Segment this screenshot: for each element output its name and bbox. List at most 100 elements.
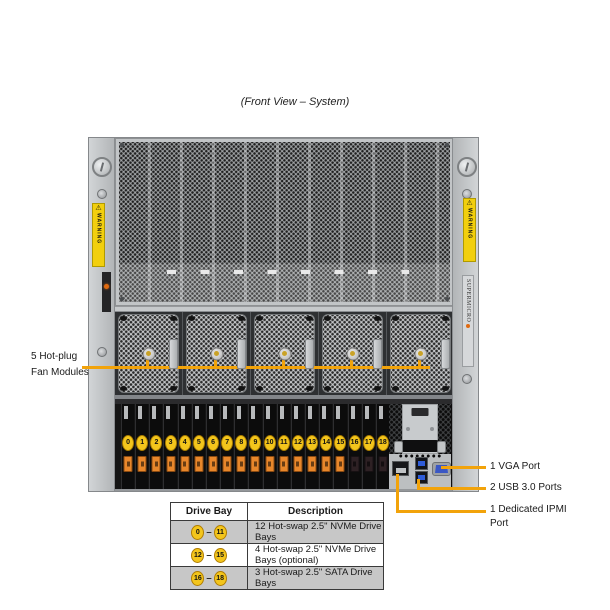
fan-module[interactable] [319, 312, 387, 395]
warning-label-right: ⚠ WARNING [463, 198, 476, 262]
screw-icon [120, 297, 124, 301]
fan-hub-icon [414, 347, 427, 360]
screw-icon [306, 386, 313, 391]
drive-bay-9[interactable]: 9 [248, 404, 262, 489]
vga-port[interactable] [432, 462, 451, 476]
drive-bay-12[interactable]: 12 [290, 404, 305, 489]
drive-latch[interactable] [250, 456, 260, 472]
warning-text: WARNING [95, 213, 102, 245]
drive-latch[interactable] [279, 456, 289, 472]
drive-latch[interactable] [236, 456, 246, 472]
bay-number-badge: 9 [249, 435, 262, 451]
drive-latch[interactable] [151, 456, 161, 472]
drive-bay-7[interactable]: 7 [220, 404, 234, 489]
drive-latch[interactable] [378, 456, 388, 472]
warning-triangle-icon: ⚠ [95, 205, 102, 212]
description-cell: 12 Hot-swap 2.5" NVMe Drive Bays [247, 520, 384, 544]
sled-label-strip [322, 406, 327, 419]
fan-hub-icon [278, 347, 291, 360]
drive-bay-0[interactable]: 0 [121, 404, 135, 489]
fan-module[interactable] [115, 312, 183, 395]
drive-latch[interactable] [350, 456, 360, 472]
fan-handle[interactable] [305, 338, 314, 369]
drive-bay-2[interactable]: 2 [149, 404, 163, 489]
drive-latch[interactable] [307, 456, 317, 472]
drive-latch[interactable] [137, 456, 147, 472]
screw-icon [306, 316, 313, 321]
drive-latch[interactable] [208, 456, 218, 472]
drive-latch[interactable] [293, 456, 303, 472]
bay-number-badge: 17 [362, 435, 375, 451]
fan-module-row [115, 312, 454, 395]
drive-bay-10[interactable]: 10 [262, 404, 276, 489]
thumbscrew-icon[interactable] [92, 157, 112, 177]
bay-number-badge: 3 [164, 435, 177, 451]
drive-bay-1[interactable]: 1 [135, 404, 149, 489]
fan-module[interactable] [251, 312, 319, 395]
drive-bay-3[interactable]: 3 [163, 404, 177, 489]
sled-label-strip [180, 406, 185, 419]
drive-latch[interactable] [123, 456, 133, 472]
screw-icon [462, 374, 472, 384]
fan-hub-icon [346, 347, 359, 360]
thumbscrew-icon[interactable] [457, 157, 477, 177]
bay-number-badge: 6 [207, 435, 220, 451]
fan-handle[interactable] [169, 338, 178, 369]
bay-number-badge: 18 [213, 570, 227, 586]
sled-label-strip [293, 406, 298, 419]
vga-callout-line [441, 466, 486, 469]
handle-recess[interactable] [394, 440, 446, 453]
drive-bay-11[interactable]: 11 [276, 404, 290, 489]
bay-range-cell: 16–18 [170, 566, 248, 590]
ipmi-port[interactable] [392, 461, 409, 476]
drive-bay-6[interactable]: 6 [205, 404, 220, 489]
vga-callout-label: 1 VGA Port [490, 461, 541, 472]
bay-number-badge: 1 [136, 435, 149, 451]
screw-icon [256, 316, 263, 321]
drive-bay-4[interactable]: 4 [177, 404, 191, 489]
drive-bay-15[interactable]: 15 [333, 404, 347, 489]
drive-bay-16[interactable]: 16 [347, 404, 361, 489]
drive-latch[interactable] [222, 456, 232, 472]
drive-bay-13[interactable]: 13 [305, 404, 319, 489]
bay-number-badge: 12 [291, 435, 304, 451]
drive-latch[interactable] [265, 456, 275, 472]
fan-module[interactable] [387, 312, 454, 395]
drive-latch[interactable] [166, 456, 176, 472]
drive-latch[interactable] [321, 456, 331, 472]
bay-number-badge: 2 [150, 435, 163, 451]
front-control-panel [389, 404, 451, 489]
sled-label-strip [350, 406, 355, 419]
fan-handle[interactable] [373, 338, 382, 369]
warning-text: WARNING [466, 208, 473, 240]
drive-bay-18[interactable]: 18 [375, 404, 389, 489]
drive-latch[interactable] [335, 456, 345, 472]
drive-bay-5[interactable]: 5 [191, 404, 205, 489]
sled-label-strip [124, 406, 128, 419]
drive-bay-8[interactable]: 8 [234, 404, 248, 489]
drive-bay-14[interactable]: 14 [319, 404, 333, 489]
fan-handle[interactable] [237, 338, 246, 369]
description-cell: 3 Hot-swap 2.5" SATA Drive Bays [247, 566, 384, 590]
sled-label-strip [152, 406, 157, 419]
supermicro-logo: SUPERMICRO [465, 279, 471, 323]
ipmi-callout-line [396, 510, 486, 513]
perforation-row [398, 453, 442, 459]
usb-callout-label: 2 USB 3.0 Ports [490, 482, 562, 493]
usb-port[interactable] [415, 457, 428, 470]
drive-bay-17[interactable]: 17 [361, 404, 375, 489]
drive-latch[interactable] [194, 456, 204, 472]
screw-icon [238, 316, 245, 321]
drive-latch[interactable] [364, 456, 374, 472]
drive-latch[interactable] [180, 456, 190, 472]
screw-icon [170, 316, 177, 321]
fan-module[interactable] [183, 312, 251, 395]
screw-icon [324, 316, 331, 321]
fan-handle[interactable] [441, 338, 450, 369]
ipmi-callout-label: 1 Dedicated IPMI Port [490, 504, 567, 529]
usb-ports [415, 457, 428, 485]
sled-label-strip [378, 406, 383, 419]
bay-number-badge: 13 [306, 435, 319, 451]
sled-label-strip [251, 406, 256, 419]
